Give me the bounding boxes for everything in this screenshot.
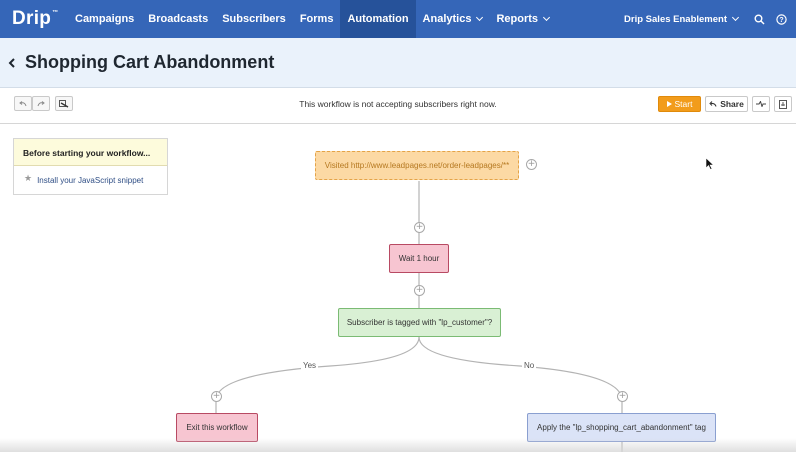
nav-broadcasts-label: Broadcasts bbox=[148, 13, 209, 25]
wait-node[interactable]: Wait 1 hour bbox=[389, 244, 449, 273]
undo-button[interactable] bbox=[14, 96, 32, 111]
nav-automation-label: Automation bbox=[347, 13, 409, 25]
nav-forms-label: Forms bbox=[299, 13, 334, 25]
nav-subscribers-label: Subscribers bbox=[222, 13, 286, 25]
account-menu[interactable]: Drip Sales Enablement bbox=[624, 14, 748, 25]
nav-analytics[interactable]: Analytics bbox=[416, 0, 490, 38]
checklist-item-javascript[interactable]: ★ Install your JavaScript snippet bbox=[14, 166, 167, 194]
export-button[interactable] bbox=[774, 96, 792, 112]
undo-icon bbox=[19, 100, 27, 106]
nav-automation[interactable]: Automation bbox=[340, 0, 416, 38]
add-step-icon[interactable]: + bbox=[617, 391, 628, 402]
pre-start-checklist: Before starting your workflow... ★ Insta… bbox=[13, 138, 168, 195]
branch-label-yes: Yes bbox=[301, 361, 319, 370]
page-title: Shopping Cart Abandonment bbox=[25, 52, 275, 72]
add-step-icon[interactable]: + bbox=[211, 391, 222, 402]
edit-workflow-button[interactable] bbox=[55, 96, 73, 111]
nav-campaigns-label: Campaigns bbox=[75, 13, 135, 25]
help-icon[interactable]: ? bbox=[770, 0, 792, 38]
add-step-icon[interactable]: + bbox=[414, 222, 425, 233]
canvas-bottom-fade bbox=[0, 438, 796, 452]
svg-text:?: ? bbox=[779, 17, 783, 24]
trigger-node-label: Visited http://www.leadpages.net/order-l… bbox=[324, 161, 510, 170]
edit-icon bbox=[59, 99, 69, 108]
wait-node-label: Wait 1 hour bbox=[398, 254, 440, 263]
logo-trademark: ™ bbox=[52, 10, 59, 16]
nav-reports-label: Reports bbox=[496, 13, 539, 25]
nav-reports[interactable]: Reports bbox=[489, 0, 556, 38]
workflow-status-message: This workflow is not accepting subscribe… bbox=[299, 99, 497, 109]
decision-node[interactable]: Subscriber is tagged with "lp_customer"? bbox=[338, 308, 501, 337]
account-name: Drip Sales Enablement bbox=[624, 13, 727, 25]
checklist-heading: Before starting your workflow... bbox=[14, 139, 167, 166]
nav-analytics-label: Analytics bbox=[422, 13, 472, 25]
nav-campaigns[interactable]: Campaigns bbox=[68, 0, 141, 38]
nav-forms[interactable]: Forms bbox=[293, 0, 341, 38]
start-button[interactable]: Start bbox=[658, 96, 701, 112]
nav-subscribers[interactable]: Subscribers bbox=[215, 0, 293, 38]
activity-icon bbox=[756, 101, 766, 107]
search-icon[interactable] bbox=[748, 0, 770, 38]
start-button-label: Start bbox=[674, 99, 693, 109]
share-button[interactable]: Share bbox=[705, 96, 748, 112]
decision-node-label: Subscriber is tagged with "lp_customer"? bbox=[346, 318, 493, 327]
page-header: Shopping Cart Abandonment bbox=[0, 38, 796, 88]
exit-workflow-label: Exit this workflow bbox=[186, 423, 248, 432]
activity-button[interactable] bbox=[752, 96, 770, 112]
back-icon[interactable] bbox=[0, 57, 25, 68]
star-icon: ★ bbox=[24, 172, 33, 183]
logo-text: Drip bbox=[12, 8, 52, 29]
branch-label-no: No bbox=[522, 361, 537, 370]
mouse-cursor-icon bbox=[706, 158, 714, 170]
apply-tag-label: Apply the "lp_shopping_cart_abandonment"… bbox=[537, 423, 706, 432]
add-step-icon[interactable]: + bbox=[414, 285, 425, 296]
play-icon bbox=[666, 101, 672, 107]
exit-workflow-node[interactable]: Exit this workflow bbox=[176, 413, 258, 442]
trigger-node[interactable]: Visited http://www.leadpages.net/order-l… bbox=[315, 151, 519, 180]
checklist-item-label: Install your JavaScript snippet bbox=[37, 175, 144, 185]
redo-button[interactable] bbox=[32, 96, 50, 111]
share-icon bbox=[709, 101, 717, 107]
add-trigger-icon[interactable]: + bbox=[526, 159, 537, 170]
export-icon bbox=[779, 99, 787, 109]
nav-broadcasts[interactable]: Broadcasts bbox=[141, 0, 215, 38]
share-button-label: Share bbox=[720, 99, 744, 109]
redo-icon bbox=[37, 100, 45, 106]
